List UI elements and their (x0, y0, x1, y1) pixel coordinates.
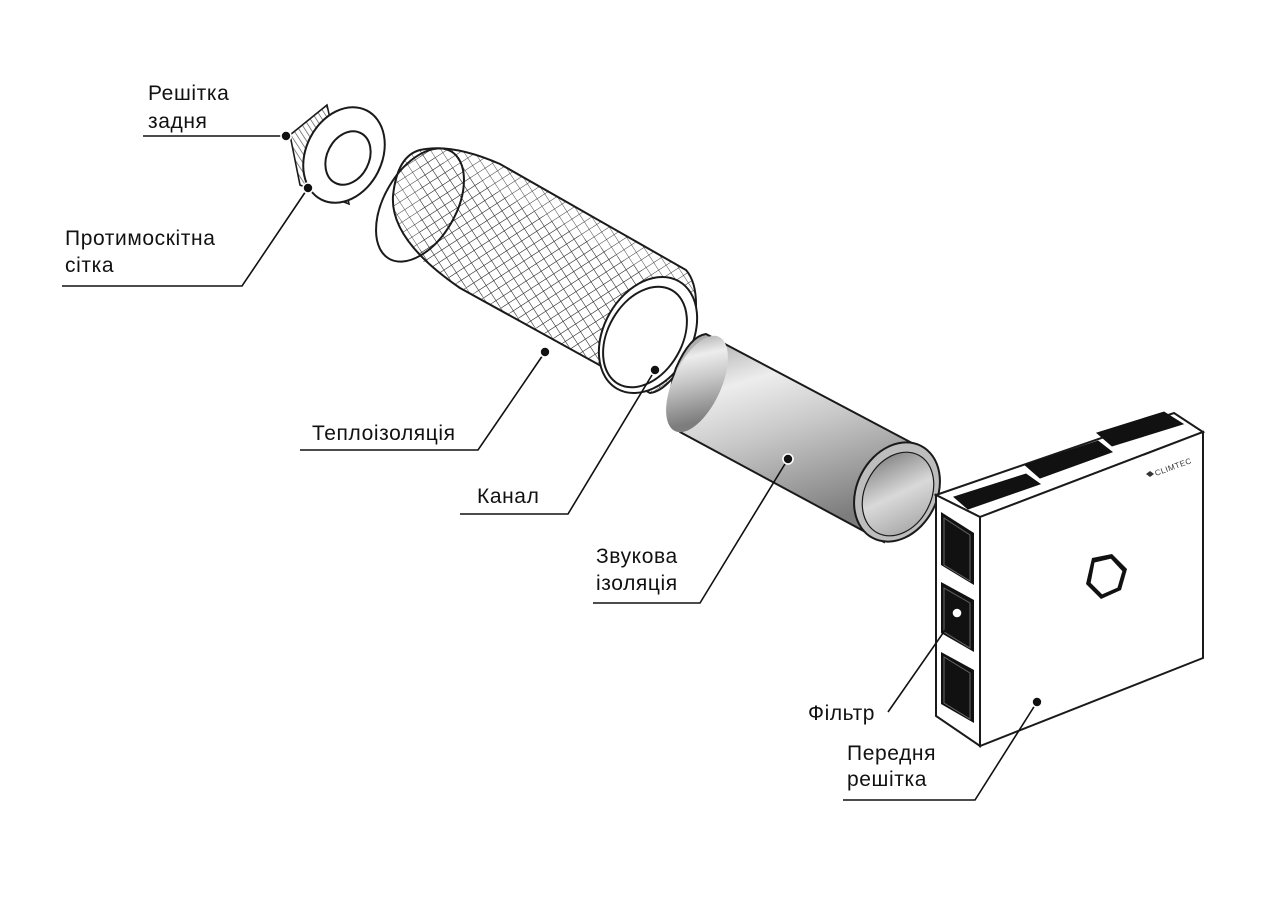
rear-grille-hole (324, 130, 372, 186)
thermal-left-end (375, 147, 465, 263)
side-slot (941, 652, 974, 723)
top-slot (1095, 411, 1185, 447)
sound-insulation-pipe (666, 332, 941, 544)
label-sound-insulation-line2: ізоляція (596, 572, 678, 595)
thermal-insulation-sleeve (375, 147, 699, 395)
leader-lines (62, 135, 1038, 801)
label-mosquito-net-line2: сітка (65, 254, 114, 277)
leader-filter (887, 612, 958, 713)
dot-mosquito-net (302, 182, 314, 194)
label-mosquito-net-line1: Протимоскітна (65, 227, 216, 250)
front-grille: CLIMTEC (933, 411, 1206, 748)
rear-grille (289, 103, 386, 206)
label-sound-insulation-line1: Звукова (596, 545, 678, 568)
leader-front-grille (843, 701, 1038, 801)
top-slot (952, 473, 1042, 510)
leader-sound (593, 458, 789, 604)
leader-dots (280, 130, 1043, 708)
label-thermal-insulation: Теплоізоляція (312, 422, 456, 445)
labels: Решітка задня Протимоскітна сітка Теплоі… (65, 82, 936, 791)
label-front-grille-line1: Передня (847, 742, 936, 765)
dot-rear-grille (280, 130, 292, 142)
side-slot (941, 512, 974, 585)
leader-channel (460, 369, 656, 515)
label-channel: Канал (477, 485, 539, 508)
hexagon-knob-icon (1086, 554, 1127, 599)
dot-sound (782, 453, 794, 465)
top-slot (1024, 440, 1114, 479)
dot-channel (649, 364, 661, 376)
label-rear-grille-line1: Решітка (148, 82, 229, 105)
label-filter: Фільтр (808, 702, 875, 725)
leader-mosquito-net (62, 187, 309, 287)
label-rear-grille-line2: задня (148, 110, 208, 133)
dot-filter (951, 607, 963, 619)
dot-front-grille (1031, 696, 1043, 708)
leader-thermal (300, 351, 546, 451)
channel-opening (602, 285, 688, 389)
label-front-grille-line2: решітка (847, 768, 927, 791)
dot-thermal (539, 346, 551, 358)
